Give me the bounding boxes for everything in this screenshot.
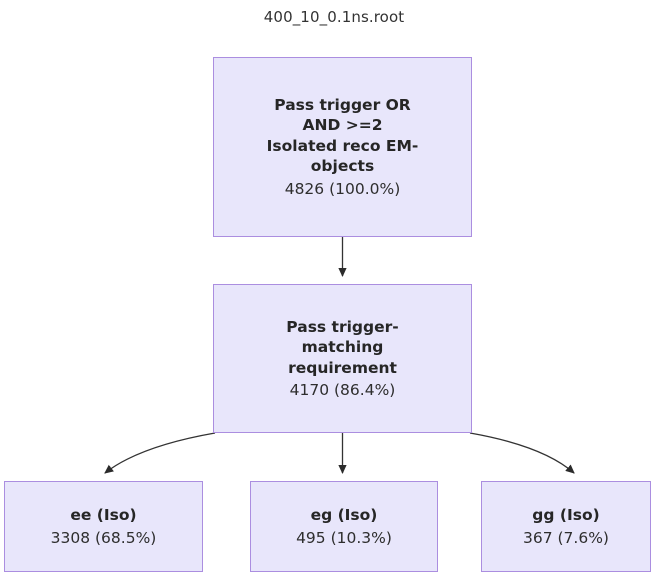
node-label: eg (Iso) [310,506,378,525]
node-gg-iso[interactable]: gg (Iso) 367 (7.6%) [481,481,651,572]
node-count: 495 (10.3%) [296,528,392,547]
node-pass-trigger-or[interactable]: Pass trigger OR AND >=2 Isolated reco EM… [213,57,472,237]
edge-match-to-gg [469,432,575,474]
node-label: Pass trigger- matching requirement [286,317,399,377]
edge-match-to-ee [104,432,216,474]
node-count: 3308 (68.5%) [50,528,157,547]
node-label: gg (Iso) [532,506,600,525]
node-ee-iso[interactable]: ee (Iso) 3308 (68.5%) [4,481,203,572]
node-pass-trigger-matching[interactable]: Pass trigger- matching requirement 4170 … [213,284,472,433]
node-label: Pass trigger OR AND >=2 Isolated reco EM… [266,95,419,176]
node-count: 367 (7.6%) [523,528,609,547]
node-count: 4170 (86.4%) [289,380,396,399]
page-title: 400_10_0.1ns.root [263,8,405,26]
node-count: 4826 (100.0%) [284,179,401,198]
node-label: ee (Iso) [70,506,137,525]
node-eg-iso[interactable]: eg (Iso) 495 (10.3%) [250,481,438,572]
